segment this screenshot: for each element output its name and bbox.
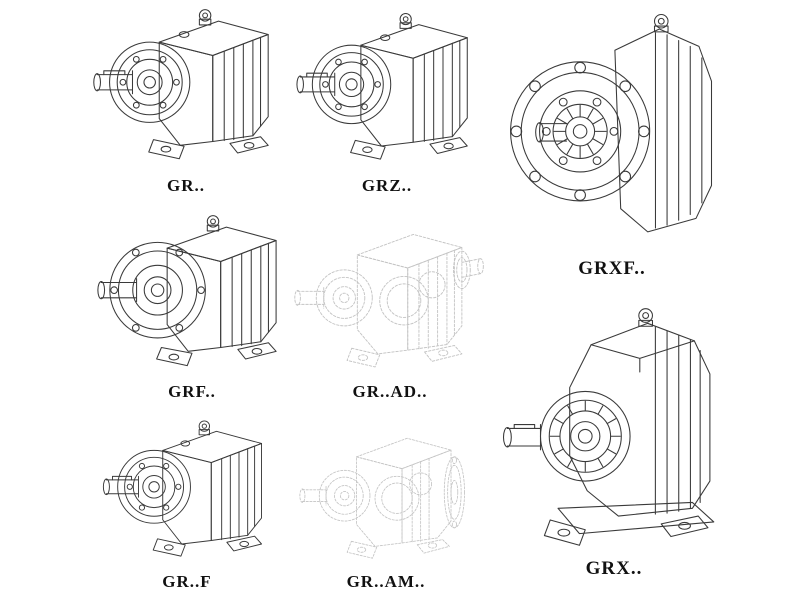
figure-label-gr-ad: GR..AD.. xyxy=(352,382,428,401)
gearbox-drawing-gr-f xyxy=(88,414,286,570)
figure-label-gr-f: GR..F xyxy=(162,572,212,591)
figure-label-grz: GRZ.. xyxy=(361,176,413,195)
gearbox-drawing-gr-ad xyxy=(288,212,492,380)
figure-label-grf: GRF.. xyxy=(168,382,216,401)
gearbox-drawing-gr-am xyxy=(286,418,486,570)
figure-gr-am: GR..AM.. xyxy=(286,418,486,592)
gearbox-drawing-grx xyxy=(498,298,730,556)
figure-label-gr: GR.. xyxy=(167,176,205,195)
figure-gr-f: GR..F xyxy=(88,414,286,592)
figure-label-grxf: GRXF.. xyxy=(578,258,646,279)
figure-grx: GRX.. xyxy=(498,298,730,580)
figure-grz: GRZ.. xyxy=(292,6,482,196)
gearbox-drawing-grz xyxy=(292,6,482,174)
figure-grf: GRF.. xyxy=(92,208,292,402)
figure-label-grx: GRX.. xyxy=(585,558,643,579)
figure-grxf: GRXF.. xyxy=(498,0,726,280)
gearbox-drawing-grf xyxy=(92,208,292,380)
gearbox-drawing-grxf xyxy=(498,0,726,256)
figure-gr: GR.. xyxy=(88,2,284,196)
gearbox-drawing-gr xyxy=(88,2,284,174)
figure-label-gr-am: GR..AM.. xyxy=(346,572,426,591)
figure-gr-ad: GR..AD.. xyxy=(288,212,492,402)
